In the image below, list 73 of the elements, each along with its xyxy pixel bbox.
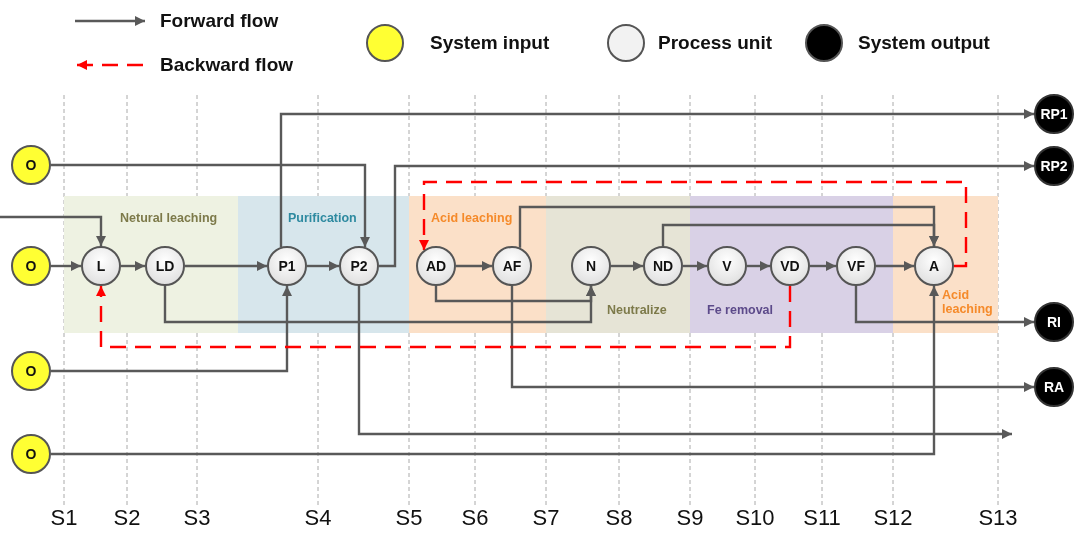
stage-number-label: S7 (532, 505, 560, 531)
forward-flow-arrow (279, 108, 1034, 247)
forward-flow-arrow (611, 260, 643, 272)
forward-flow-arrow (661, 223, 940, 246)
stage-number-label: S5 (395, 505, 423, 531)
stage-band (409, 196, 546, 333)
process-unit-circle: VF (836, 246, 876, 286)
stage-band (893, 196, 998, 333)
forward-flow-arrow (51, 286, 293, 373)
system-output-circle: RP2 (1034, 146, 1074, 186)
stage-label: Fe removal (707, 303, 773, 317)
legend-label: Backward flow (160, 54, 294, 76)
stage-label: Purification (288, 211, 357, 225)
forward-flow-arrow (854, 286, 1034, 328)
forward-flow-arrow (747, 260, 770, 272)
stage-label: Netural leaching (120, 211, 218, 225)
legend-label: System input (430, 32, 550, 54)
process-unit-circle: L (81, 246, 121, 286)
forward-flow-arrow (51, 286, 940, 456)
stage-number-label: S2 (113, 505, 141, 531)
process-unit-circle: VD (770, 246, 810, 286)
forward-flow-arrow (51, 163, 371, 247)
stage-number-label: S13 (978, 505, 1018, 531)
forward-flow-arrow (121, 260, 145, 272)
system-input-circle: O (11, 434, 51, 474)
stage-band (690, 196, 893, 333)
system-input-circle: O (11, 145, 51, 185)
forward-flow-arrow (876, 260, 914, 272)
process-unit-circle: AD (416, 246, 456, 286)
system-input-circle: O (11, 351, 51, 391)
forward-flow-arrow (683, 260, 707, 272)
stage-number-label: S6 (461, 505, 489, 531)
stage-band (64, 196, 238, 333)
stage-number-label: S10 (735, 505, 775, 531)
stage-label: Acid leaching (431, 211, 513, 225)
forward-flow-arrow (307, 260, 339, 272)
stage-number-label: S9 (676, 505, 704, 531)
system-output-circle: RI (1034, 302, 1074, 342)
process-unit-circle: LD (145, 246, 185, 286)
system-output-circle: RA (1034, 367, 1074, 407)
stage-number-label: S8 (605, 505, 633, 531)
stage-number-label: S11 (803, 505, 841, 531)
process-unit-circle: P2 (339, 246, 379, 286)
process-unit-circle: ND (643, 246, 683, 286)
system-output-circle: RP1 (1034, 94, 1074, 134)
legend-label: Process unit (658, 32, 773, 54)
stage-label: Neutralize (607, 303, 667, 317)
forward-flow-arrow (0, 215, 107, 246)
backward-flow-arrow (95, 286, 792, 349)
forward-flow-arrow (456, 260, 492, 272)
backward-flow-arrow (418, 180, 968, 268)
legend-label: Forward flow (160, 10, 279, 32)
forward-flow-arrow (357, 286, 1012, 440)
forward-flow-arrow (510, 286, 1034, 393)
stage-label: Acid leaching (942, 288, 994, 316)
legend-label: System output (858, 32, 990, 54)
process-unit-circle: AF (492, 246, 532, 286)
stage-number-label: S1 (50, 505, 78, 531)
stage-band (238, 196, 409, 333)
forward-flow-arrow (434, 286, 597, 303)
stage-number-label: S4 (304, 505, 332, 531)
forward-flow-arrow (810, 260, 836, 272)
stage-number-label: S3 (183, 505, 211, 531)
process-unit-circle: V (707, 246, 747, 286)
stage-band (546, 196, 690, 333)
process-unit-circle: P1 (267, 246, 307, 286)
forward-flow-arrow (379, 160, 1034, 268)
process-unit-circle: A (914, 246, 954, 286)
forward-flow-arrow (185, 260, 267, 272)
process-unit-circle: N (571, 246, 611, 286)
system-input-circle: O (11, 246, 51, 286)
forward-flow-arrow (51, 260, 81, 272)
stage-number-label: S12 (873, 505, 913, 531)
